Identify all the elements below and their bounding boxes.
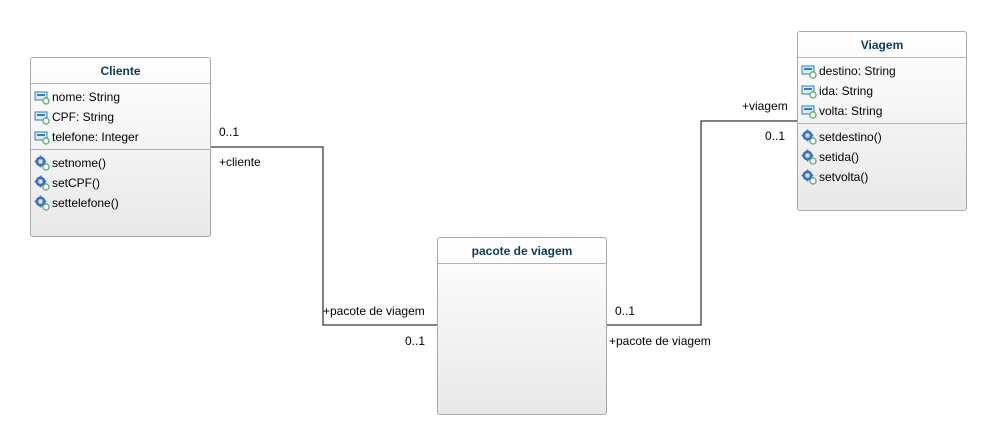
operation-icon — [801, 149, 817, 165]
operation-icon — [801, 129, 817, 145]
attribute-icon — [34, 131, 50, 145]
pacote-role-label-right: +pacote de viagem — [609, 334, 711, 348]
operation-label: setvolta() — [819, 170, 869, 184]
cliente-multiplicity: 0..1 — [219, 125, 240, 139]
attribute-row[interactable]: destino: String — [801, 61, 966, 81]
attribute-label: telefone: Integer — [52, 130, 139, 144]
class-cliente[interactable]: Cliente nome: String CPF: String telefon… — [30, 57, 211, 237]
attribute-icon — [34, 111, 50, 125]
operation-row[interactable]: setCPF() — [34, 173, 210, 193]
operation-row[interactable]: setvolta() — [801, 167, 966, 187]
operation-label: settelefone() — [52, 196, 119, 210]
operation-label: setCPF() — [52, 176, 100, 190]
attribute-label: nome: String — [52, 90, 121, 104]
operation-label: setdestino() — [819, 130, 882, 144]
attribute-label: volta: String — [819, 104, 883, 118]
operation-icon — [34, 155, 50, 171]
operation-icon — [801, 169, 817, 185]
attribute-row[interactable]: nome: String — [34, 87, 210, 107]
association-cliente-pacote-line — [211, 146, 437, 326]
class-cliente-attributes: nome: String CPF: String telefone: Integ… — [31, 84, 210, 149]
class-viagem-operations: setdestino() setida() setvolta() — [798, 123, 966, 189]
attribute-row[interactable]: volta: String — [801, 101, 966, 121]
operation-label: setida() — [819, 150, 860, 164]
attribute-icon — [801, 65, 817, 79]
operation-icon — [34, 175, 50, 191]
attribute-label: destino: String — [819, 64, 896, 78]
pacote-multiplicity-right: 0..1 — [615, 304, 636, 318]
attribute-row[interactable]: CPF: String — [34, 107, 210, 127]
class-viagem-name: Viagem — [798, 32, 966, 58]
attribute-icon — [801, 105, 817, 119]
operation-row[interactable]: setnome() — [34, 153, 210, 173]
class-viagem[interactable]: Viagem destino: String ida: String volta… — [797, 31, 967, 211]
viagem-multiplicity: 0..1 — [765, 129, 786, 143]
attribute-icon — [801, 85, 817, 99]
operation-label: setnome() — [52, 156, 107, 170]
class-pacote-de-viagem-name: pacote de viagem — [438, 238, 606, 264]
operation-icon — [34, 195, 50, 211]
pacote-role-label-left: +pacote de viagem — [323, 304, 425, 318]
class-viagem-attributes: destino: String ida: String volta: Strin… — [798, 58, 966, 123]
cliente-role-label: +cliente — [219, 155, 261, 169]
association-pacote-viagem-line — [606, 120, 797, 326]
attribute-row[interactable]: telefone: Integer — [34, 127, 210, 147]
attribute-icon — [34, 91, 50, 105]
class-cliente-name: Cliente — [31, 58, 210, 84]
class-pacote-de-viagem[interactable]: pacote de viagem — [437, 237, 607, 415]
pacote-multiplicity-left: 0..1 — [405, 334, 426, 348]
operation-row[interactable]: settelefone() — [34, 193, 210, 213]
class-cliente-operations: setnome() setCPF() settelefone() — [31, 149, 210, 215]
attribute-row[interactable]: ida: String — [801, 81, 966, 101]
operation-row[interactable]: setdestino() — [801, 127, 966, 147]
attribute-label: ida: String — [819, 84, 874, 98]
attribute-label: CPF: String — [52, 110, 115, 124]
operation-row[interactable]: setida() — [801, 147, 966, 167]
viagem-role-label: +viagem — [742, 99, 788, 113]
